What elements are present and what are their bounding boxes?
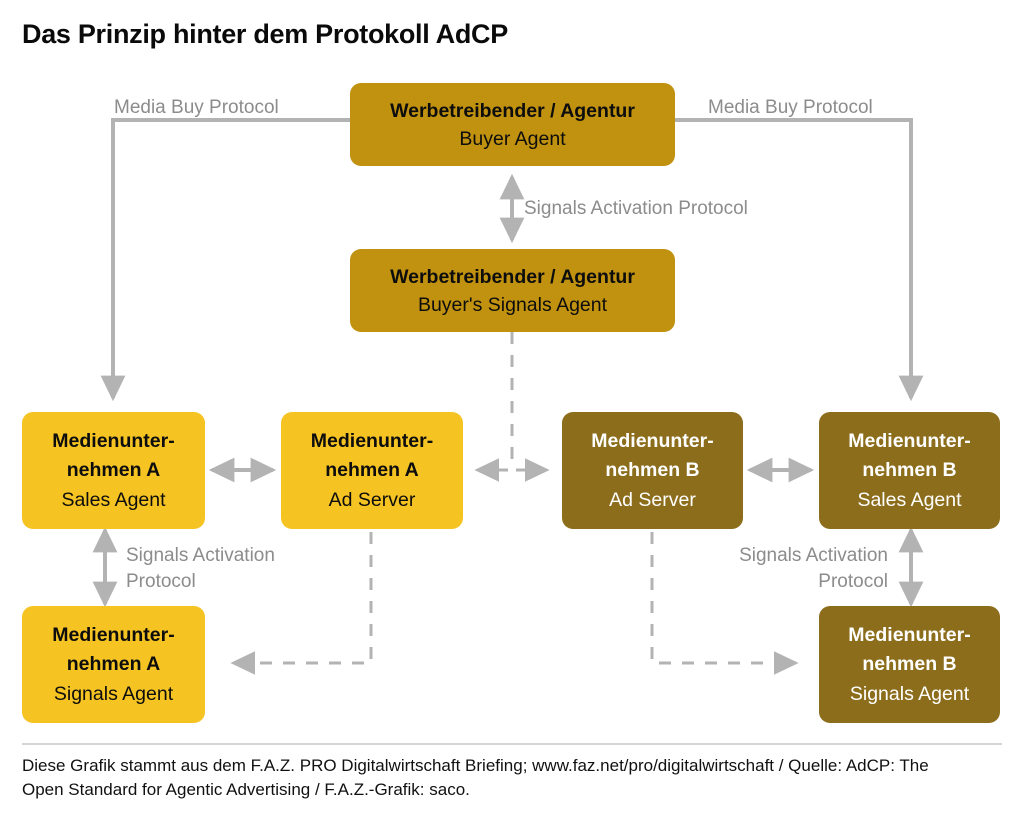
connector-media-buy-right-path — [675, 118, 924, 402]
node-media-b-signals-agent-rect[interactable] — [819, 606, 1000, 723]
node-media-a-sales-agent[interactable]: Medienunter- nehmen A Sales Agent — [22, 412, 205, 529]
connector-media-buy-right — [675, 118, 924, 402]
node-media-a-ad-server-subtitle: Ad Server — [329, 489, 416, 511]
caption-line-2: Open Standard for Agentic Advertising / … — [22, 780, 470, 799]
node-media-b-sales-agent[interactable]: Medienunter- nehmen B Sales Agent — [819, 412, 1000, 529]
edge-label-signals-left-line2: Protocol — [126, 571, 196, 592]
edge-label-signals-right-line2: Protocol — [818, 571, 888, 592]
node-media-b-signals-agent-subtitle: Signals Agent — [850, 683, 970, 705]
connector-media-buy-left-path — [100, 118, 350, 402]
node-media-b-ad-server-title-line2: nehmen B — [605, 459, 699, 481]
node-media-b-ad-server-subtitle: Ad Server — [609, 489, 696, 511]
node-buyer-agent-rect[interactable] — [350, 83, 675, 166]
connector-buyer-signals-to-adservers — [474, 332, 550, 482]
edge-label-signals-top: Signals Activation Protocol — [524, 198, 748, 219]
node-media-a-sales-agent-rect[interactable] — [22, 412, 205, 529]
connector-media-buy-left — [100, 118, 350, 402]
node-media-a-signals-agent-title-line2: nehmen A — [67, 653, 161, 675]
node-buyer-signals-agent-title: Werbetreibender / Agentur — [390, 266, 635, 288]
node-media-b-sales-agent-subtitle: Sales Agent — [857, 489, 962, 511]
node-media-a-sales-agent-title-line1: Medienunter- — [52, 430, 174, 452]
node-media-b-ad-server-rect[interactable] — [562, 412, 743, 529]
edge-label-media-buy-right: Media Buy Protocol — [708, 97, 873, 118]
node-media-a-ad-server[interactable]: Medienunter- nehmen A Ad Server — [281, 412, 463, 529]
node-media-b-ad-server-title-line1: Medienunter- — [591, 430, 713, 452]
node-buyer-signals-agent-subtitle: Buyer's Signals Agent — [418, 294, 608, 316]
edge-label-signals-left-line1: Signals Activation — [126, 545, 275, 566]
node-media-a-sales-agent-subtitle: Sales Agent — [61, 489, 166, 511]
node-media-a-signals-agent-subtitle: Signals Agent — [54, 683, 174, 705]
node-media-a-ad-server-title-line1: Medienunter- — [311, 430, 433, 452]
node-media-a-sales-agent-title-line2: nehmen A — [67, 459, 161, 481]
node-media-b-sales-agent-title-line2: nehmen B — [862, 459, 956, 481]
node-media-b-sales-agent-title-line1: Medienunter- — [848, 430, 970, 452]
node-buyer-agent-subtitle: Buyer Agent — [459, 128, 566, 150]
node-buyer-agent-title: Werbetreibender / Agentur — [390, 100, 635, 122]
node-buyer-signals-agent[interactable]: Werbetreibender / Agentur Buyer's Signal… — [350, 249, 675, 332]
node-media-b-signals-agent-title-line1: Medienunter- — [848, 624, 970, 646]
node-media-a-signals-agent-title-line1: Medienunter- — [52, 624, 174, 646]
node-media-b-signals-agent-title-line2: nehmen B — [862, 653, 956, 675]
node-media-a-ad-server-title-line2: nehmen A — [325, 459, 419, 481]
caption-line-1: Diese Grafik stammt aus dem F.A.Z. PRO D… — [22, 756, 929, 775]
node-media-a-ad-server-rect[interactable] — [281, 412, 463, 529]
node-media-a-signals-agent-rect[interactable] — [22, 606, 205, 723]
edge-label-media-buy-left: Media Buy Protocol — [114, 97, 279, 118]
node-buyer-signals-agent-rect[interactable] — [350, 249, 675, 332]
edge-label-signals-right-line1: Signals Activation — [739, 545, 888, 566]
node-media-b-signals-agent[interactable]: Medienunter- nehmen B Signals Agent — [819, 606, 1000, 723]
node-media-a-signals-agent[interactable]: Medienunter- nehmen A Signals Agent — [22, 606, 205, 723]
node-media-b-sales-agent-rect[interactable] — [819, 412, 1000, 529]
node-media-b-ad-server[interactable]: Medienunter- nehmen B Ad Server — [562, 412, 743, 529]
node-buyer-agent[interactable]: Werbetreibender / Agentur Buyer Agent — [350, 83, 675, 166]
page-title: Das Prinzip hinter dem Protokoll AdCP — [22, 19, 508, 49]
